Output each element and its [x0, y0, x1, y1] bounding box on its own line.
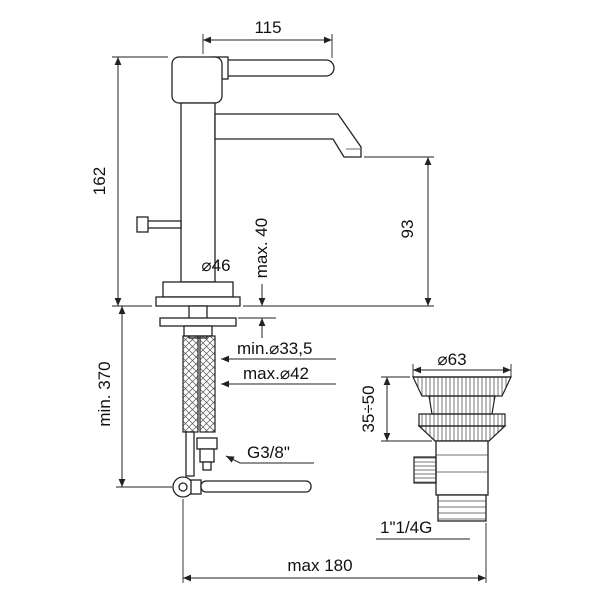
dim-label-lever-length: 115 [254, 18, 281, 37]
waste-tailpiece [437, 494, 487, 522]
swivel-joint-inner [178, 482, 188, 492]
waste-body [435, 440, 489, 496]
base-gasket-plate [155, 296, 241, 307]
faucet-base-flange [162, 281, 234, 298]
dim-label-drain-thread: 1"1/4G [380, 518, 432, 537]
dimension-labels: 115 162 93 max. 40 ⌀46 min. 370 min.⌀33,… [90, 18, 467, 575]
dim-label-hose-min-length: min. 370 [95, 361, 114, 426]
clamp-nut [183, 325, 213, 337]
dim-label-deck-thickness: max. 40 [252, 218, 271, 278]
waste-neck [428, 395, 496, 415]
inlet-fitting-tip [202, 461, 212, 471]
dim-label-inlet-thread: G3/8" [247, 443, 290, 462]
inlet-fitting-nut [196, 437, 218, 450]
faucet-lever-handle [213, 59, 335, 77]
waste-flange-taper [417, 425, 507, 442]
popup-waste-drawing [412, 376, 512, 522]
hose-down-pipe [185, 431, 195, 477]
waste-side-knob [413, 456, 437, 484]
faucet-mixer-drawing [136, 56, 362, 498]
dim-label-max-distance: max 180 [287, 556, 352, 575]
dimension-lines [112, 34, 512, 583]
horizontal-hose [200, 480, 312, 493]
dim-label-faucet-height: 162 [90, 167, 109, 195]
inlet-fitting-body [199, 448, 215, 463]
faucet-side-pin [145, 220, 182, 229]
waste-cap [412, 376, 512, 397]
faucet-spout [214, 113, 362, 158]
clamp-plate [159, 317, 237, 327]
flex-hose-right [199, 335, 216, 433]
faucet-side-pin-cap [136, 216, 149, 233]
faucet-top-cap [171, 56, 223, 104]
waste-flange [418, 413, 506, 427]
dim-label-spout-height: 93 [398, 220, 417, 239]
dim-label-hole-max: max.⌀42 [243, 364, 309, 383]
dim-label-drain-cap-diameter: ⌀63 [437, 350, 466, 369]
dim-label-base-diameter: ⌀46 [201, 256, 230, 275]
faucet-body [180, 102, 216, 283]
leader-g38 [225, 455, 314, 464]
dim-label-hole-min: min.⌀33,5 [237, 339, 312, 358]
flex-hose-left [182, 335, 199, 433]
hose-connector [190, 479, 202, 495]
dim-label-drain-clamp-range: 35÷50 [359, 385, 378, 432]
